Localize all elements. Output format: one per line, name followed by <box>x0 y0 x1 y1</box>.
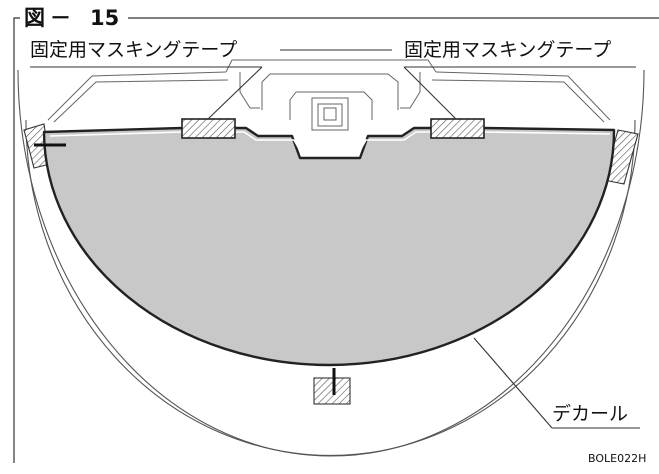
figure-title-dash: － <box>50 6 71 30</box>
housing-arcs <box>17 69 645 457</box>
masking-tape-bottom <box>313 377 351 405</box>
figure-number: 15 <box>90 6 119 30</box>
masking-tape-left <box>181 118 236 139</box>
figure-frame <box>13 17 659 463</box>
leader-tape-left-diag <box>207 66 263 120</box>
figure-code: BOLE022H <box>588 452 646 465</box>
decal-label: デカール <box>552 403 628 425</box>
decal-shape <box>42 126 616 367</box>
upper-frame <box>47 59 611 131</box>
figure-title-prefix: 図 <box>24 6 45 30</box>
tape-label-left: 固定用マスキングテープ <box>30 39 237 61</box>
leader-decal <box>473 337 553 429</box>
leader-tape-right-diag <box>403 66 457 120</box>
masking-tape-right <box>430 118 485 139</box>
tape-label-right: 固定用マスキングテープ <box>404 39 611 61</box>
